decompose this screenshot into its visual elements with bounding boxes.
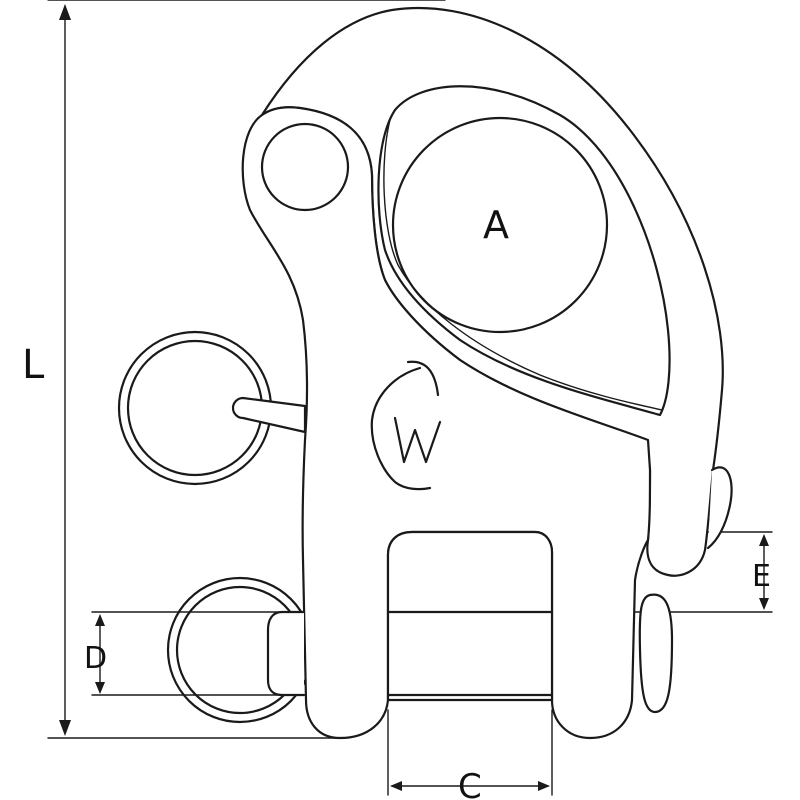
pin-circle-a (391, 116, 609, 334)
bow-opening (377, 85, 671, 417)
dim-c-arrow-left (390, 781, 402, 791)
label-e: E (752, 559, 771, 594)
bow-opening-inner-edge (383, 119, 663, 411)
dim-l-arrow-top (59, 4, 71, 20)
latch-tip (706, 466, 733, 550)
label-c: C (458, 767, 482, 800)
w-logo-icon (370, 360, 442, 491)
jaw-block (386, 530, 554, 702)
dim-d-arrow-bottom (95, 682, 105, 694)
eye-hole (260, 122, 350, 212)
dim-c-arrow-right (538, 781, 550, 791)
dim-e-arrow-top (759, 534, 769, 546)
pin-right-oval (638, 593, 674, 714)
plunger-pin (231, 396, 307, 434)
dim-d-arrow-top (95, 614, 105, 626)
label-l: L (22, 342, 45, 388)
label-d: D (84, 641, 107, 676)
dim-e-arrow-bottom (759, 598, 769, 610)
label-a: A (483, 203, 509, 247)
pin-left-stub (266, 610, 306, 697)
dim-l-arrow-bottom (59, 720, 71, 736)
